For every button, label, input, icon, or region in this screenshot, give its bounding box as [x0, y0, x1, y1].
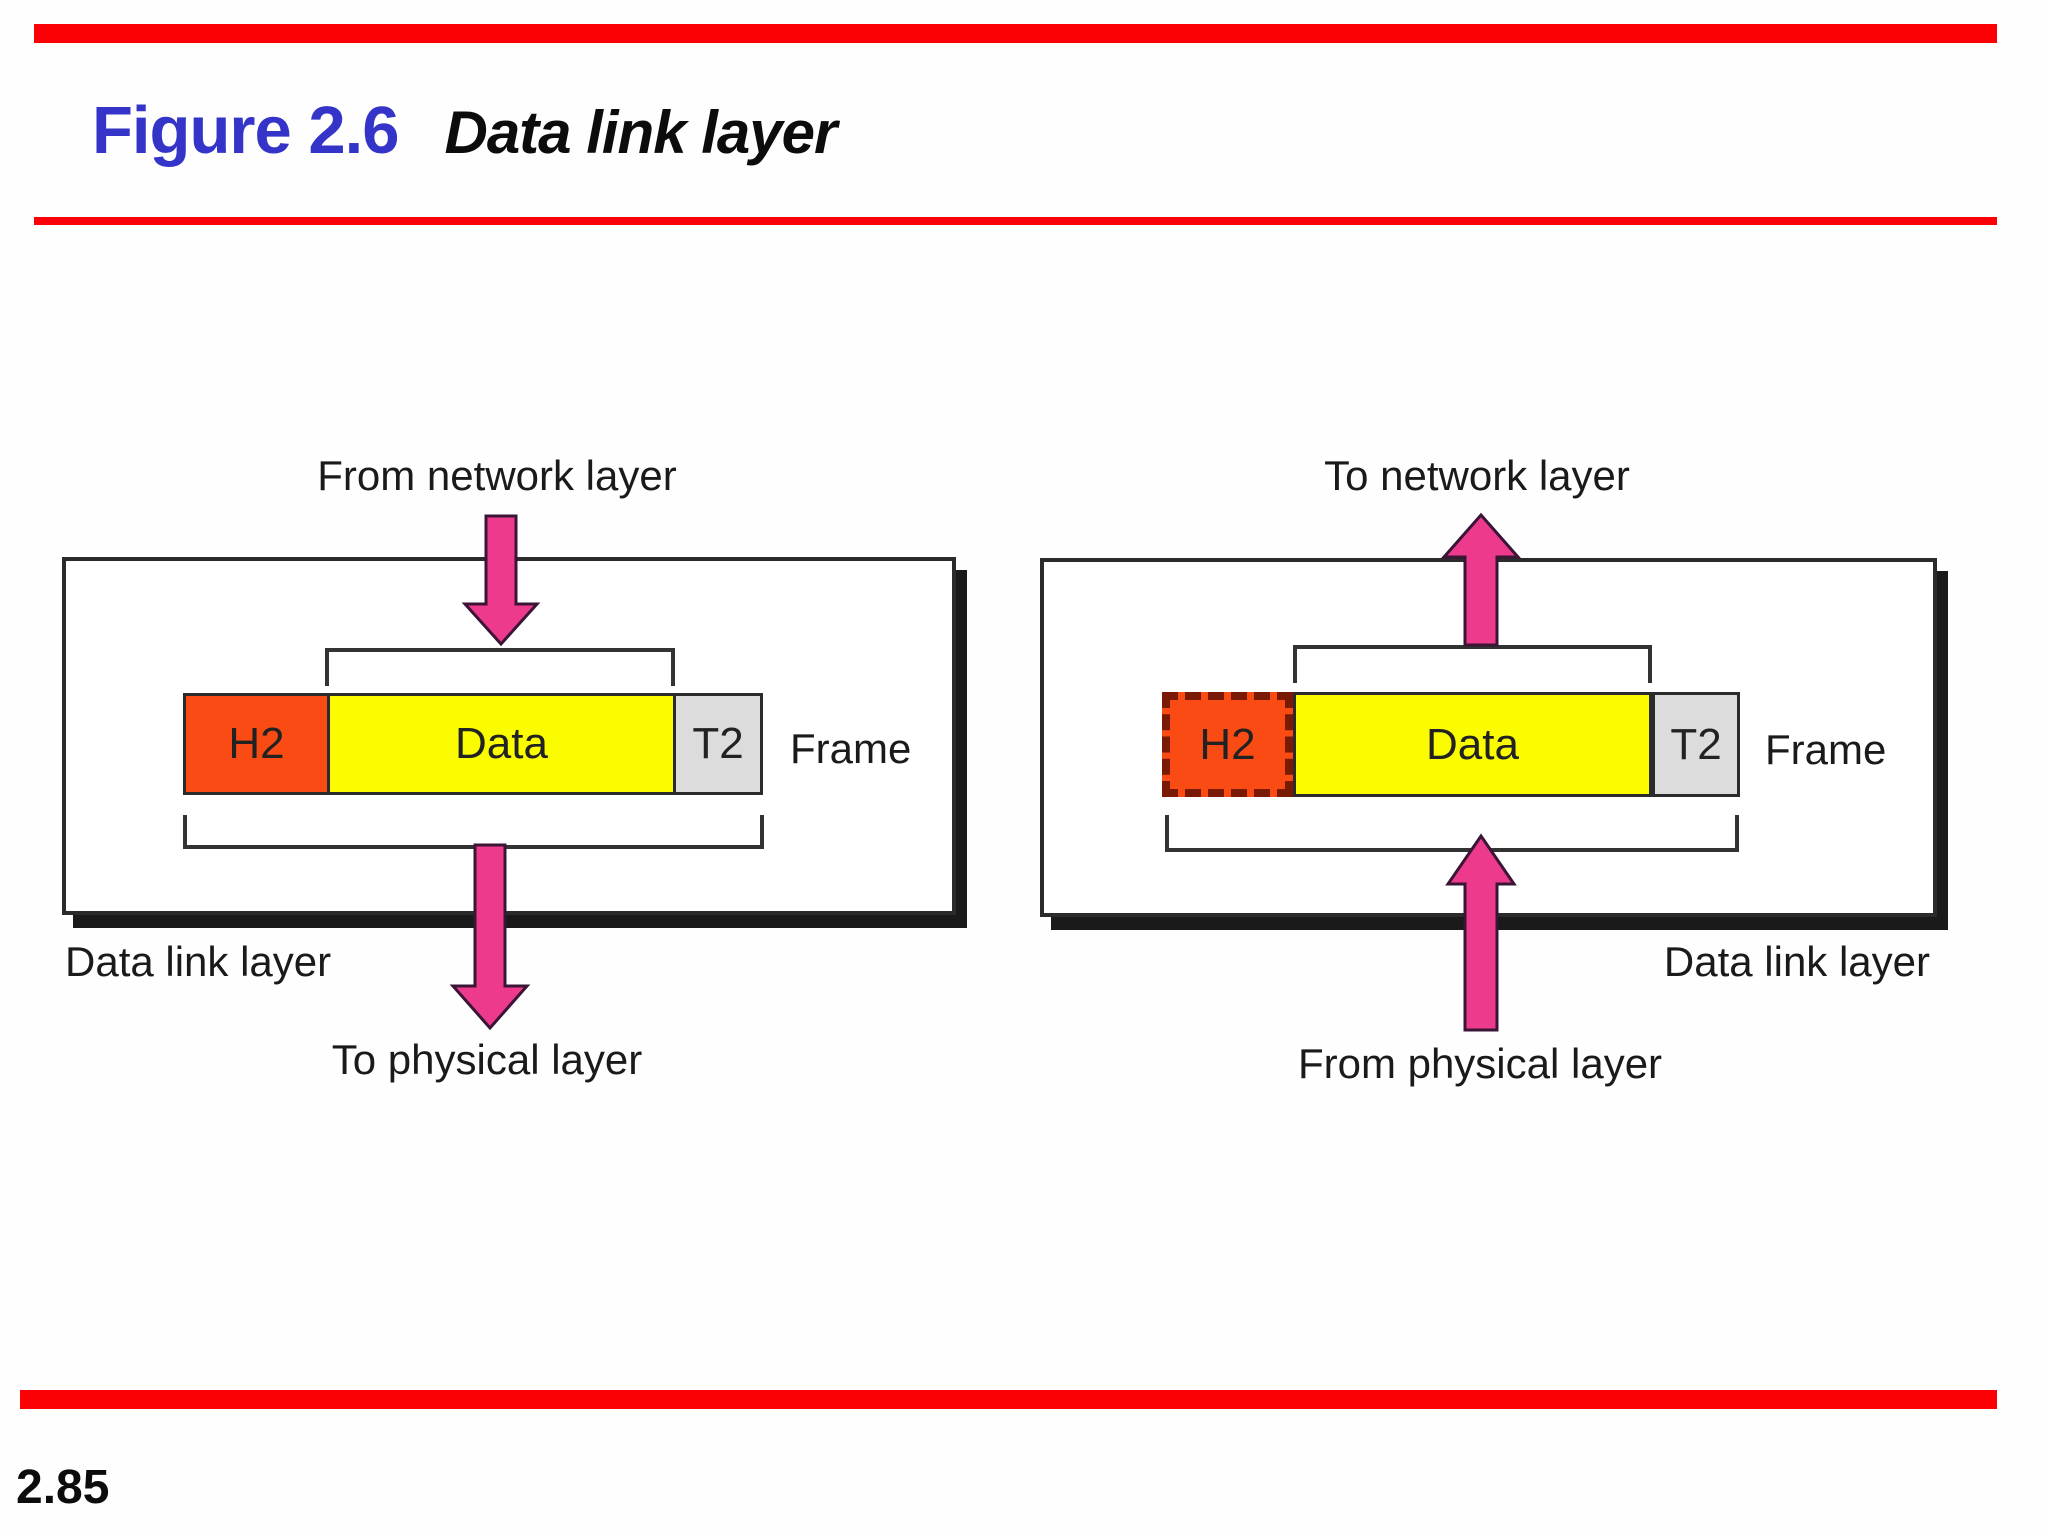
left-frame-trailer-t2: T2	[673, 693, 763, 795]
left-t2-label: T2	[692, 719, 744, 768]
top-accent-bar	[34, 24, 1997, 43]
right-frame-trailer-t2: T2	[1652, 692, 1740, 797]
right-box-caption: Data link layer	[1663, 938, 1930, 985]
right-frame-payload-data: Data	[1293, 692, 1652, 797]
right-data-label: Data	[1426, 719, 1519, 769]
page-number: 2.85	[16, 1461, 110, 1514]
right-h2-label: H2	[1199, 719, 1256, 769]
title-divider-line	[34, 217, 1997, 225]
right-t2-label: T2	[1670, 719, 1722, 769]
figure-number: Figure 2.6	[92, 93, 399, 168]
left-frame-header-h2: H2	[183, 693, 330, 795]
right-frame-caption: Frame	[1765, 726, 1887, 773]
right-bottom-label: From physical layer	[1297, 1040, 1663, 1087]
left-bottom-label: To physical layer	[331, 1036, 643, 1083]
right-frame-header-h2-dashed: H2	[1162, 692, 1293, 797]
left-frame-payload-data: Data	[327, 693, 676, 795]
bottom-accent-bar	[20, 1390, 1997, 1409]
left-frame-caption: Frame	[790, 725, 912, 772]
left-top-label: From network layer	[317, 452, 677, 499]
figure-caption: Data link layer	[444, 99, 837, 166]
left-box-caption: Data link layer	[65, 938, 332, 985]
right-top-label: To network layer	[1324, 452, 1630, 499]
left-data-label: Data	[455, 719, 548, 768]
left-h2-label: H2	[228, 719, 285, 768]
slide-title: Figure 2.6 Data link layer	[92, 92, 837, 169]
